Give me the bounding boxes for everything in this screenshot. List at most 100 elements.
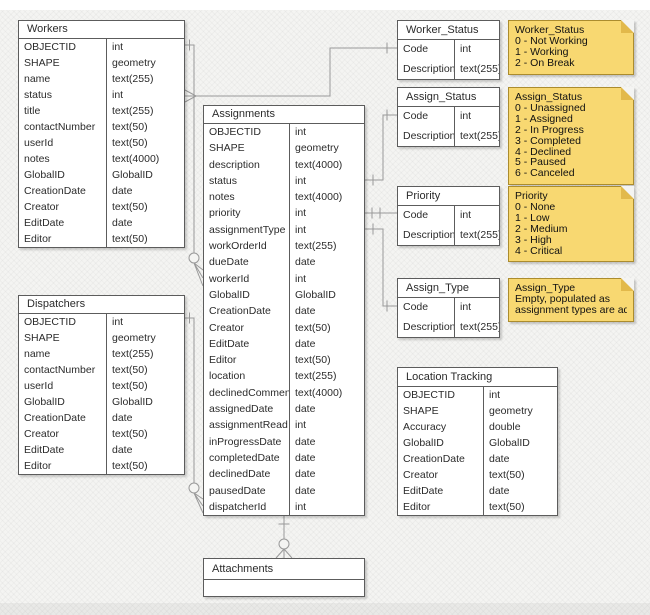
field-row: OBJECTID int (19, 314, 184, 330)
field-row: Description text(255) (398, 225, 499, 245)
field-name: contactNumber (19, 362, 107, 378)
field-name: Editor (19, 458, 107, 474)
field-row: title text(255) (19, 103, 184, 119)
field-name: EditDate (398, 483, 484, 499)
connector-workers-worker-status (184, 42, 397, 103)
field-name: title (19, 103, 107, 119)
field-row: dueDate date (204, 254, 364, 271)
field-name: CreationDate (398, 451, 484, 467)
field-name: EditDate (204, 335, 290, 353)
note-line: 2 - Medium (515, 223, 568, 235)
entity-table-dispatchers[interactable]: Dispatchers OBJECTID int SHAPE geometry … (18, 295, 185, 475)
entity-empty-body (204, 580, 364, 596)
field-row: Code int (398, 40, 499, 60)
entity-table-workers[interactable]: Workers OBJECTID int SHAPE geometry name… (18, 20, 185, 248)
connector-workers-assignments (185, 39, 204, 287)
field-type: GlobalID (112, 169, 153, 181)
field-name: Code (398, 107, 455, 127)
field-row: userId text(50) (19, 378, 184, 394)
field-row: workOrderId text(255) (204, 238, 364, 255)
field-type: date (112, 412, 133, 424)
field-name: name (19, 346, 107, 362)
note-line: 4 - Critical (515, 245, 563, 257)
field-name: workOrderId (204, 238, 290, 255)
field-type: text(50) (112, 233, 148, 245)
connector-assignments-priority (365, 207, 397, 219)
field-row: completedDate date (204, 449, 364, 467)
note-line: 5 - Paused (515, 157, 566, 169)
field-row: Editor text(50) (204, 352, 364, 369)
entity-table-assign-type[interactable]: Assign_Type Code int Description text(25… (397, 278, 500, 338)
entity-table-priority[interactable]: Priority Code int Description text(255) (397, 186, 500, 246)
entity-table-worker-status[interactable]: Worker_Status Code int Description text(… (397, 20, 500, 80)
entity-table-attachments[interactable]: Attachments (203, 558, 365, 597)
field-row: OBJECTID int (204, 124, 364, 141)
entity-table-assignments[interactable]: Assignments OBJECTID int SHAPE geometry … (203, 105, 365, 517)
note-line: 1 - Low (515, 212, 550, 224)
field-name: OBJECTID (19, 39, 107, 55)
field-row: name text(255) (19, 346, 184, 362)
field-type: text(50) (112, 121, 148, 133)
entity-table-assign-status[interactable]: Assign_Status Code int Description text(… (397, 87, 500, 147)
field-type: text(50) (295, 354, 331, 367)
field-row: declinedComment text(4000) (204, 384, 364, 402)
note-line: 2 - On Break (515, 57, 575, 69)
field-name: userId (19, 378, 107, 394)
field-type: int (460, 43, 472, 55)
field-name: GlobalID (204, 286, 290, 304)
field-name: status (19, 87, 107, 103)
note-line: Empty, populated as (515, 293, 610, 305)
field-type: text(50) (112, 364, 148, 376)
field-name: Creator (19, 199, 107, 215)
field-type: GlobalID (112, 396, 153, 408)
field-row: assignmentRead int (204, 417, 364, 434)
folded-corner-icon (621, 20, 634, 33)
field-name: dispatcherId (204, 498, 290, 516)
field-type: text(255) (460, 320, 499, 333)
field-type: text(255) (460, 62, 499, 75)
field-row: Editor text(50) (398, 499, 557, 515)
field-name: status (204, 172, 290, 190)
field-type: date (112, 185, 133, 197)
field-name: assignedDate (204, 401, 290, 418)
field-name: assignmentRead (204, 417, 290, 434)
connector-assignments-assign-type (365, 223, 397, 312)
note-title: Priority (515, 191, 548, 202)
field-type: int (295, 223, 307, 236)
field-type: date (295, 337, 316, 350)
field-row: Accuracy double (398, 419, 557, 435)
field-type: text(255) (295, 240, 337, 253)
entity-title: Priority (398, 187, 499, 206)
field-row: status int (204, 172, 364, 190)
field-name: workerId (204, 270, 290, 287)
field-name: notes (204, 189, 290, 206)
field-type: text(50) (489, 501, 525, 513)
entity-title: Dispatchers (19, 296, 184, 314)
field-row: Description text(255) (398, 59, 499, 79)
field-type: text(4000) (112, 153, 160, 165)
field-type: int (460, 209, 472, 221)
field-row: notes text(4000) (204, 189, 364, 206)
field-type: text(50) (112, 428, 148, 440)
field-name: Editor (204, 352, 290, 369)
field-type: text(4000) (295, 191, 343, 204)
field-type: GlobalID (489, 437, 530, 449)
field-type: GlobalID (295, 288, 336, 301)
note-line: 2 - In Progress (515, 124, 584, 136)
field-row: notes text(4000) (19, 151, 184, 167)
field-name: Code (398, 40, 455, 60)
entity-fields: OBJECTID int SHAPE geometry description … (204, 124, 364, 516)
entity-title: Worker_Status (398, 21, 499, 40)
field-name: Creator (398, 467, 484, 483)
field-type: text(50) (112, 201, 148, 213)
field-name: Description (398, 59, 455, 79)
entity-table-location-tracking[interactable]: Location Tracking OBJECTID int SHAPE geo… (397, 367, 558, 516)
field-type: int (295, 126, 307, 138)
field-row: Editor text(50) (19, 231, 184, 247)
field-type: text(50) (112, 380, 148, 392)
